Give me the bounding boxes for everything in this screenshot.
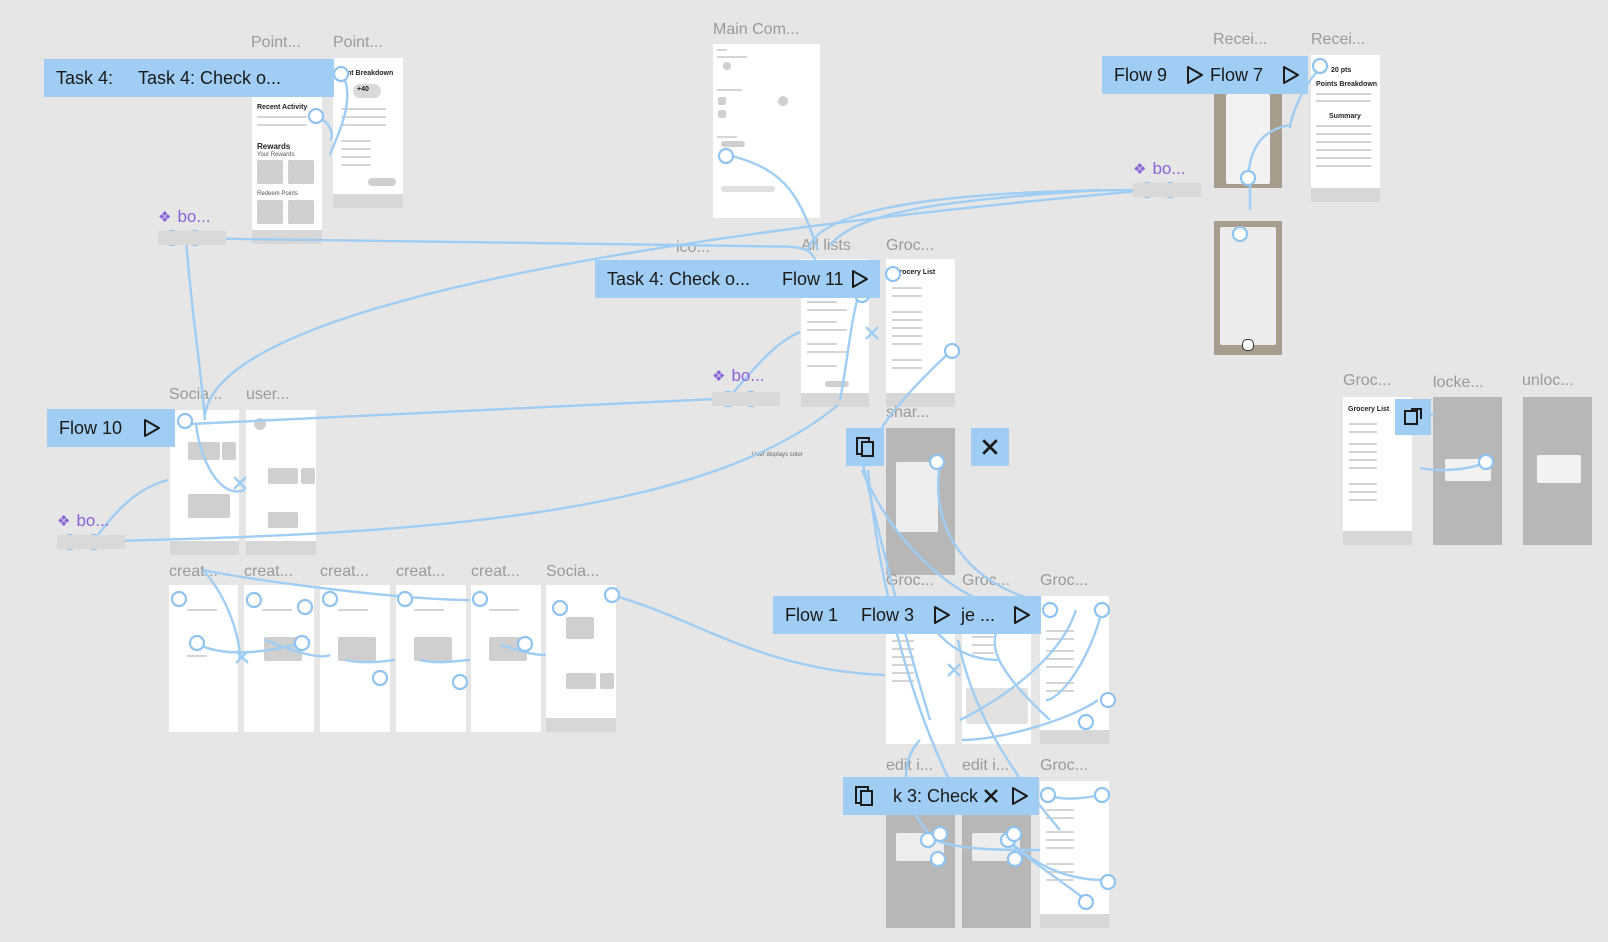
play-icon[interactable] (933, 605, 951, 625)
component-bo-1[interactable]: ❖ bo... (158, 207, 211, 227)
social-frame-1[interactable] (170, 410, 239, 555)
component-icon: ❖ (57, 513, 71, 530)
frame-label-groc-m1[interactable]: Groc... (886, 572, 935, 589)
flow-task3[interactable]: k 3: Check (843, 777, 1039, 815)
flow-10-label: Flow 10 (59, 417, 123, 438)
frame-label-unloc[interactable]: unloc... (1522, 372, 1574, 389)
frame-label-groc-m3[interactable]: Groc... (1040, 572, 1089, 589)
close-overlay-button[interactable] (971, 428, 1009, 466)
component-icon: ❖ (158, 209, 172, 226)
play-icon[interactable] (1013, 605, 1031, 625)
points-frame-2[interactable]: nt Breakdown +40 (333, 58, 403, 208)
rewards-heading: Rewards (257, 142, 291, 151)
component-bo-4-bar[interactable] (57, 535, 125, 549)
flow-7-label: Flow 7 (1210, 65, 1264, 85)
points-total: 20 pts (1331, 67, 1352, 74)
component-bo-3-bar[interactable] (1133, 183, 1201, 197)
open-frame-icon (1404, 408, 1422, 425)
frame-label-creat-3[interactable]: creat... (320, 563, 369, 580)
redeem-points-label: Redeem Points (257, 191, 299, 197)
points-breakdown-heading: Points Breakdown (1316, 81, 1378, 88)
frame-label-recei-2[interactable]: Recei... (1311, 31, 1366, 48)
flow-task3-label: k 3: Check (893, 786, 979, 806)
grocery-list-title-top: Grocery List (894, 269, 936, 276)
create-frame-4[interactable] (396, 585, 466, 732)
play-icon[interactable] (851, 269, 869, 289)
play-icon[interactable] (1282, 65, 1300, 85)
grocery-frame-bottom[interactable] (1040, 781, 1109, 928)
recent-activity-heading: Recent Activity (257, 104, 308, 111)
frame-label-creat-5[interactable]: creat... (471, 563, 520, 580)
create-frame-1[interactable] (169, 585, 238, 732)
receipt-photo-frame-2[interactable] (1214, 221, 1282, 355)
grocery-list-title-right: Grocery List (1348, 406, 1390, 413)
frame-label-point-1[interactable]: Point... (251, 34, 301, 51)
share-frame[interactable] (886, 428, 955, 575)
flow-je-label: je ... (961, 605, 996, 625)
grocery-frame-mid-3[interactable] (1040, 596, 1109, 744)
open-frame-button[interactable] (1395, 399, 1431, 435)
component-bo-4[interactable]: ❖ bo... (57, 511, 110, 531)
frame-label-point-2[interactable]: Point... (333, 34, 383, 51)
user-frame[interactable] (246, 410, 316, 555)
frame-label-groc-b[interactable]: Groc... (1040, 757, 1089, 774)
component-bo-3-label: bo... (1152, 159, 1186, 178)
component-bo-1-bar[interactable] (158, 231, 226, 245)
component-bo-2[interactable]: ❖ bo... (712, 366, 765, 386)
point-breakdown-title: nt Breakdown (347, 70, 394, 77)
frame-label-locke[interactable]: locke... (1433, 374, 1484, 391)
flow-task4-center[interactable]: Task 4: Check o... Flow 11 (595, 260, 880, 298)
unlocked-frame[interactable] (1523, 397, 1592, 545)
receipt-summary-frame[interactable]: 20 pts Points Breakdown Summary (1311, 55, 1380, 202)
frame-label-socia-2[interactable]: Socia... (546, 563, 600, 580)
summary-heading: Summary (1329, 113, 1361, 120)
frame-label-groc-r[interactable]: Groc... (1343, 372, 1392, 389)
flow-task4-left-label-a: Task 4: (56, 67, 114, 88)
component-bo-4-label: bo... (76, 511, 110, 530)
flow-11-label: Flow 11 (782, 269, 844, 289)
play-icon[interactable] (143, 418, 161, 438)
frame-label-creat-4[interactable]: creat... (396, 563, 445, 580)
component-icon: ❖ (1133, 161, 1147, 178)
close-icon (982, 439, 998, 455)
share-caption: User displays color (752, 452, 803, 458)
create-frame-5[interactable] (471, 585, 541, 732)
frame-label-main-com[interactable]: Main Com... (713, 21, 800, 38)
flow-3-label: Flow 3 (861, 605, 915, 625)
flow-1-label: Flow 1 (785, 604, 839, 625)
your-rewards-label: Your Rewards (257, 152, 295, 158)
flow-task4-left[interactable]: Task 4: Task 4: Check o... (44, 59, 334, 97)
create-frame-3[interactable] (320, 585, 390, 732)
flow-10[interactable]: Flow 10 (47, 409, 175, 447)
frame-label-edit-2[interactable]: edit i... (962, 757, 1010, 774)
component-bo-3[interactable]: ❖ bo... (1133, 159, 1186, 179)
component-bo-1-label: bo... (177, 207, 211, 226)
component-bo-2-label: bo... (731, 366, 765, 385)
plus40-badge: +40 (353, 84, 381, 98)
main-component-frame[interactable] (713, 44, 820, 218)
flow-middle-group[interactable]: Flow 1 Flow 3 je ... (773, 596, 1041, 634)
frame-label-groc-top[interactable]: Groc... (886, 237, 935, 254)
flow-9-and-7[interactable]: Flow 9 Flow 7 (1102, 56, 1308, 94)
component-bo-2-bar[interactable] (712, 392, 780, 406)
copy-icon (856, 437, 874, 457)
flow-task4-left-label-b: Task 4: Check o... (138, 68, 282, 88)
copy-frame-button[interactable] (846, 428, 884, 466)
copy-icon[interactable] (853, 785, 875, 807)
component-icon: ❖ (712, 368, 726, 385)
flow-task4-center-label: Task 4: Check o... (607, 268, 751, 289)
flow-9-label: Flow 9 (1114, 64, 1168, 85)
play-icon[interactable] (1186, 65, 1204, 85)
frame-label-user[interactable]: user... (246, 386, 290, 403)
frame-label-creat-2[interactable]: creat... (244, 563, 293, 580)
close-icon[interactable] (983, 788, 999, 804)
frame-label-creat-1[interactable]: creat... (169, 563, 218, 580)
frame-label-edit-1[interactable]: edit i... (886, 757, 934, 774)
play-icon[interactable] (1011, 786, 1029, 806)
frame-label-recei-1[interactable]: Recei... (1213, 31, 1268, 48)
